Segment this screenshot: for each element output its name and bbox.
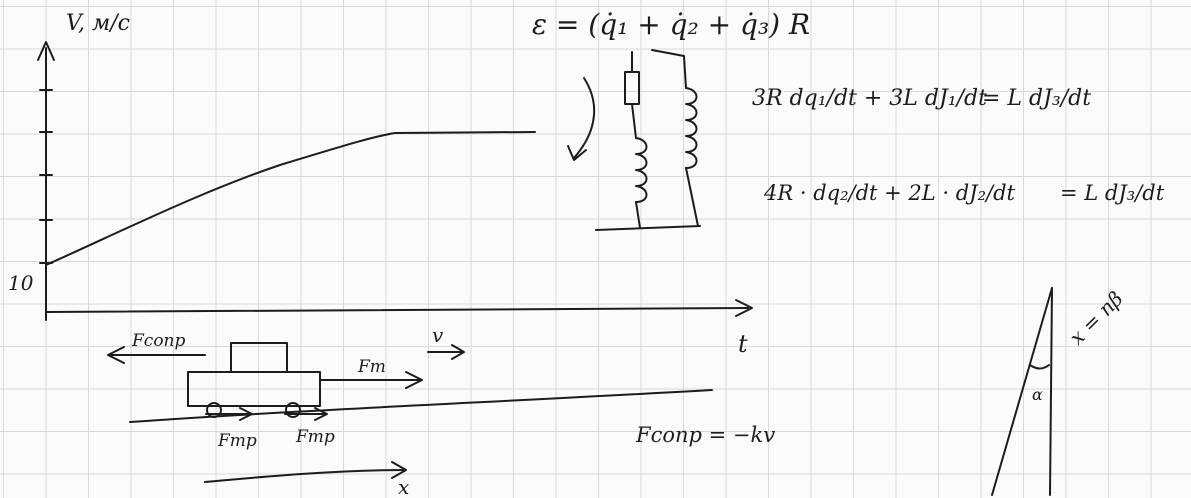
cart-cabin	[230, 342, 288, 373]
ground-line	[129, 389, 713, 423]
bottom-wire	[595, 225, 701, 231]
velocity-label: v	[432, 323, 444, 347]
resistor	[624, 71, 640, 105]
top-wire	[651, 49, 687, 89]
pendulum-diagram: α x = nβ	[991, 286, 1128, 496]
arc-formula: x = nβ	[1065, 286, 1128, 349]
x-axis-label: t	[738, 330, 748, 358]
right-branch-wire	[685, 167, 699, 227]
velocity-arrowhead	[451, 344, 465, 360]
inductor-left	[635, 137, 648, 203]
vertical-line	[1049, 287, 1053, 496]
left-branch-wire	[635, 201, 641, 229]
x-direction-label: x	[398, 475, 409, 498]
cart-wheel-right	[285, 402, 301, 418]
angle-arc	[1029, 364, 1050, 370]
x-axis-arrow	[735, 299, 753, 317]
cart-diagram: Fсопр Fт v Fтр Fтр x	[107, 323, 713, 498]
equation-2-rhs: = L dJ₃/dt	[1060, 181, 1165, 205]
velocity-graph: V, м/с 10 t	[8, 11, 753, 358]
y-tick-label: 10	[8, 271, 34, 295]
inductor-right	[685, 87, 698, 169]
traction-force-arrowhead	[405, 371, 423, 389]
equation-1-lhs: 3R dq₁/dt + 3L dJ₁/dt	[752, 86, 987, 111]
x-direction-arrow	[204, 469, 406, 483]
circuit-diagram: ε = (q̇₁ + q̇₂ + q̇₃) R 3R dq₁/dt + 3L d…	[532, 8, 1165, 231]
equation-2-lhs: 4R · dq₂/dt + 2L · dJ₂/dt	[763, 181, 1016, 205]
x-direction-arrowhead	[391, 461, 407, 479]
velocity-curve	[45, 131, 536, 266]
friction-arrowhead-left	[239, 407, 253, 421]
resist-force-arrowhead	[107, 346, 125, 364]
equation-1-rhs: = L dJ₃/dt	[982, 86, 1091, 111]
traction-force-label: Fт	[357, 357, 386, 377]
angle-label: α	[1032, 385, 1043, 404]
x-axis	[45, 307, 749, 313]
left-branch-wire	[631, 103, 637, 139]
y-axis-arrow	[37, 41, 55, 61]
friction-label-2: Fтр	[295, 427, 335, 447]
resistance-formula: Fсопр = −kv	[635, 423, 775, 447]
emf-equation: ε = (q̇₁ + q̇₂ + q̇₃) R	[532, 8, 810, 41]
friction-arrowhead-right	[314, 407, 328, 421]
cart-body	[187, 371, 321, 407]
friction-label-1: Fтр	[217, 431, 257, 451]
string-line	[991, 287, 1053, 496]
y-axis-label: V, м/с	[66, 11, 130, 36]
resist-force-label: Fсопр	[131, 331, 186, 351]
current-direction-arrow	[573, 77, 596, 159]
current-direction-arrowhead	[567, 145, 587, 161]
